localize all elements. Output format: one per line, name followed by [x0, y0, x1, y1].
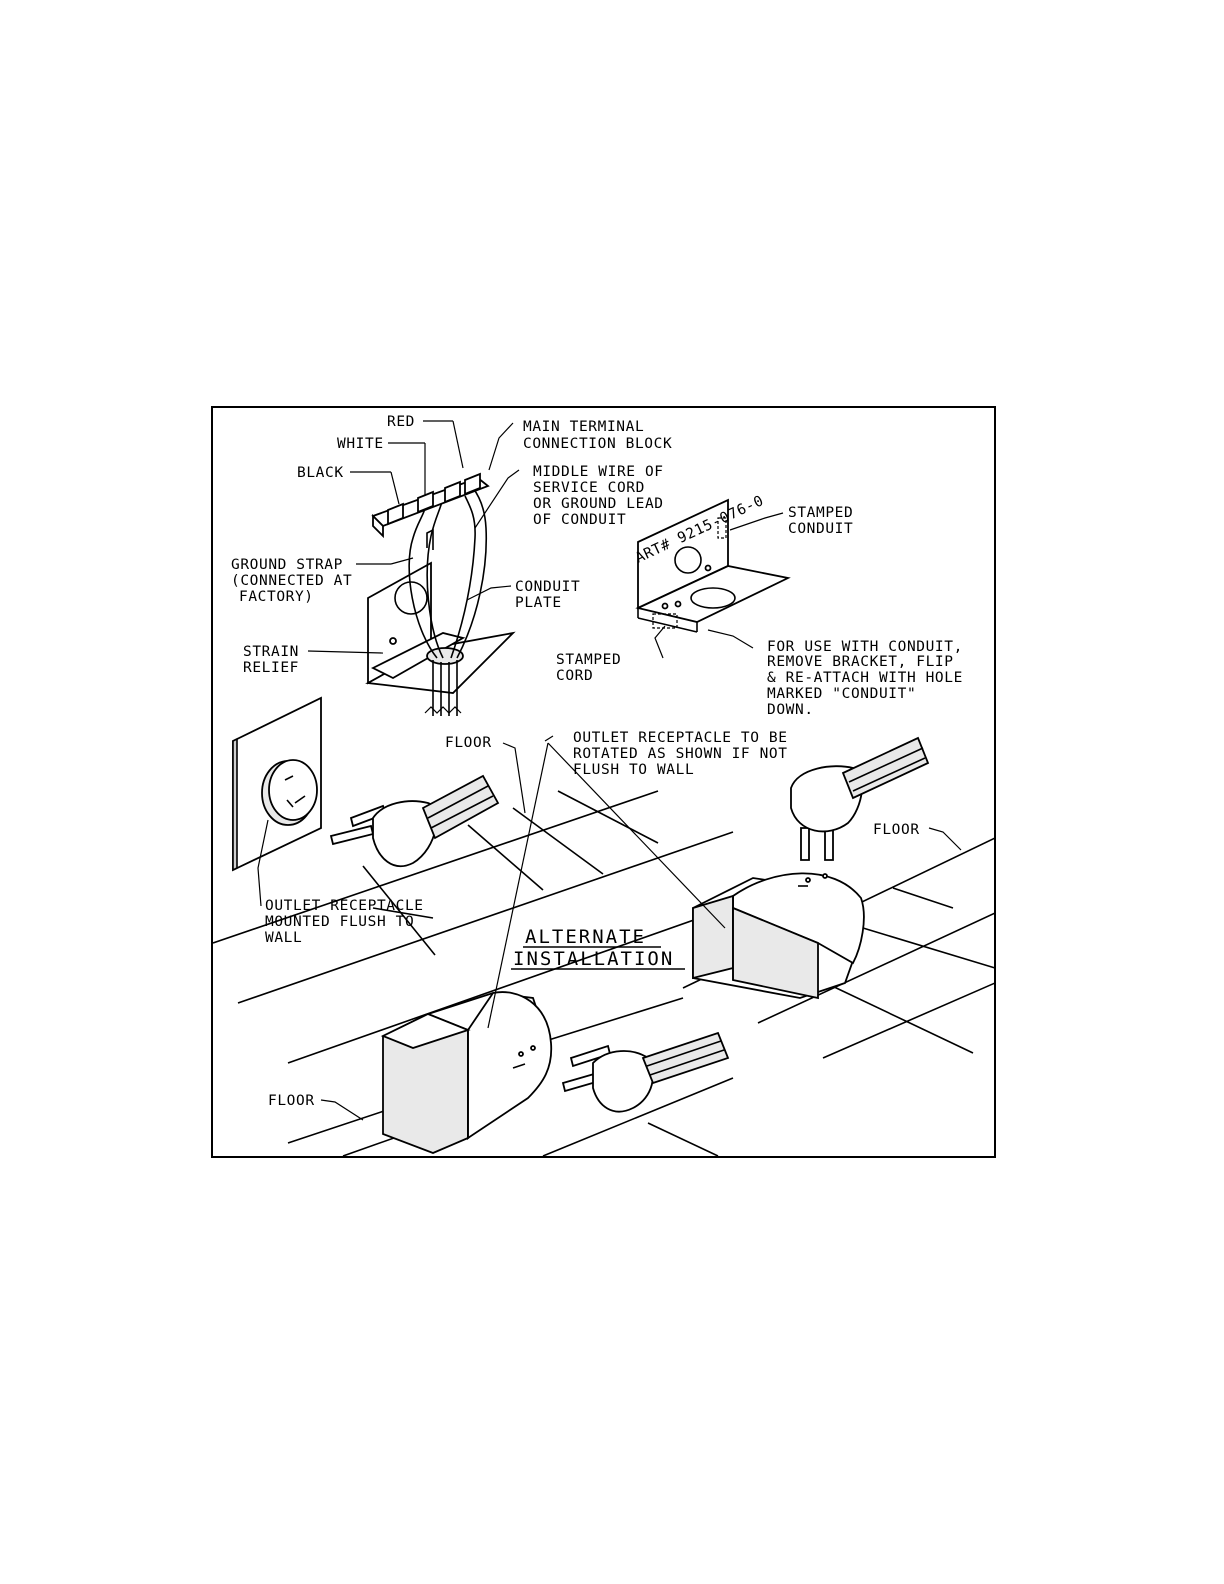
text-labels: RED WHITE BLACK MAIN TERMINAL CONNECTION…	[231, 414, 963, 1109]
wiring-installation-diagram: RED WHITE BLACK MAIN TERMINAL CONNECTION…	[213, 414, 994, 1156]
wall-outlet	[232, 696, 322, 907]
label-stamped-cord-1: STAMPED	[556, 652, 621, 668]
label-stamped-conduit-2: CONDUIT	[788, 521, 853, 537]
label-outlet-rotated-1: OUTLET RECEPTACLE TO BE	[573, 730, 788, 746]
label-ground-strap-3: FACTORY)	[239, 589, 314, 605]
label-main-terminal-2: CONNECTION BLOCK	[523, 436, 672, 452]
label-floor-top: FLOOR	[445, 735, 492, 751]
label-strain-relief-1: STRAIN	[243, 644, 299, 660]
label-for-use-1: FOR USE WITH CONDUIT,	[767, 639, 963, 655]
floor-receptacle-right	[692, 872, 865, 1000]
label-ground-strap-2: (CONNECTED AT	[231, 573, 352, 589]
label-outlet-rotated-2: ROTATED AS SHOWN IF NOT	[573, 746, 788, 762]
diagram-frame: RED WHITE BLACK MAIN TERMINAL CONNECTION…	[211, 406, 996, 1158]
label-outlet-flush-2: MOUNTED FLUSH TO	[265, 914, 414, 930]
label-for-use-5: DOWN.	[767, 702, 814, 718]
label-outlet-rotated-3: FLUSH TO WALL	[573, 762, 694, 778]
plug-bottom	[561, 1031, 730, 1113]
label-for-use-3: & RE-ATTACH WITH HOLE	[767, 670, 963, 686]
terminal-block-assembly	[365, 472, 516, 716]
floor-receptacle-bottom	[380, 991, 553, 1154]
plug-left	[329, 774, 500, 868]
label-floor-right: FLOOR	[873, 822, 920, 838]
label-middle-wire-4: OF CONDUIT	[533, 512, 626, 528]
label-stamped-conduit-1: STAMPED	[788, 505, 853, 521]
label-middle-wire-2: SERVICE CORD	[533, 480, 645, 496]
alternate-bracket	[635, 498, 791, 659]
label-outlet-flush-1: OUTLET RECEPTACLE	[265, 898, 424, 914]
label-outlet-flush-3: WALL	[265, 930, 302, 946]
label-conduit-plate-2: PLATE	[515, 595, 562, 611]
label-stamped-cord-2: CORD	[556, 668, 593, 684]
label-black: BLACK	[297, 465, 344, 481]
plug-right	[790, 736, 930, 861]
label-alternate-1: ALTERNATE	[525, 926, 646, 948]
label-middle-wire-1: MIDDLE WIRE OF	[533, 464, 664, 480]
top-left-leaders	[307, 420, 520, 654]
label-for-use-2: REMOVE BRACKET, FLIP	[767, 654, 954, 670]
label-for-use-4: MARKED "CONDUIT"	[767, 686, 916, 702]
label-middle-wire-3: OR GROUND LEAD	[533, 496, 664, 512]
label-alternate-2: INSTALLATION	[513, 948, 674, 970]
label-ground-strap-1: GROUND STRAP	[231, 557, 343, 573]
label-main-terminal-1: MAIN TERMINAL	[523, 419, 644, 435]
label-strain-relief-2: RELIEF	[243, 660, 299, 676]
lower-leaders	[320, 735, 962, 1121]
label-conduit-plate-1: CONDUIT	[515, 579, 580, 595]
label-floor-bottom: FLOOR	[268, 1093, 315, 1109]
label-red: RED	[387, 414, 415, 430]
label-white: WHITE	[337, 436, 384, 452]
